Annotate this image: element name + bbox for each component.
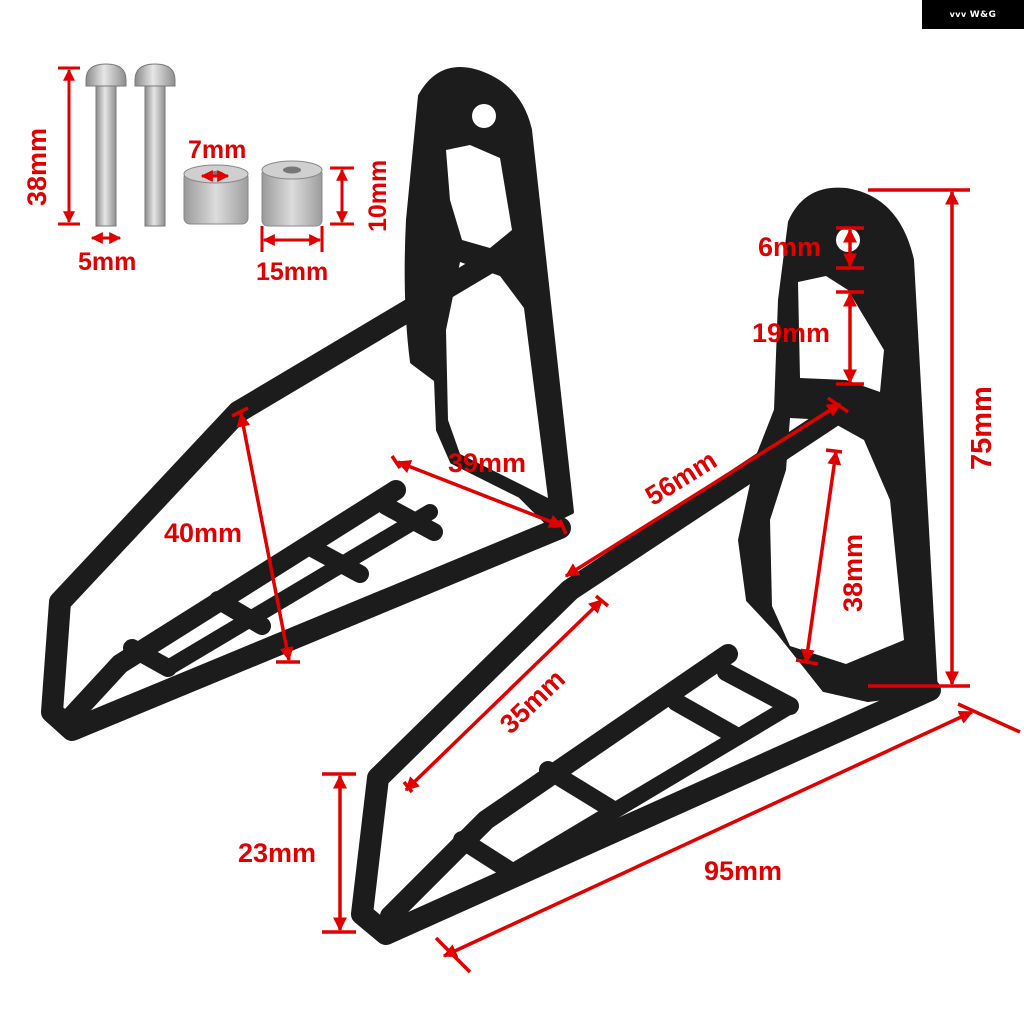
hardware-dimension-lines bbox=[58, 66, 354, 252]
logo-mark-icon: vvv bbox=[949, 10, 967, 19]
bracket-left bbox=[41, 67, 574, 741]
label-bolt-length: 38mm bbox=[22, 127, 52, 206]
label-left-depth: 40mm bbox=[164, 518, 243, 548]
spacer-small bbox=[183, 164, 249, 225]
bolt-left bbox=[85, 63, 127, 227]
label-bolt-diameter: 5mm bbox=[78, 248, 137, 276]
bolt-right bbox=[134, 63, 176, 227]
label-right-slot: 19mm bbox=[752, 318, 831, 348]
label-right-tip: 23mm bbox=[238, 838, 317, 868]
bracket-dimension-lines bbox=[231, 188, 1021, 974]
label-right-height: 75mm bbox=[966, 386, 998, 470]
label-spacer-outer: 15mm bbox=[256, 258, 329, 286]
label-spacer-inner: 7mm bbox=[188, 136, 247, 164]
label-right-hole: 6mm bbox=[758, 232, 822, 262]
label-right-length: 95mm bbox=[704, 856, 783, 886]
brand-logo: vvv W&G bbox=[922, 0, 1024, 29]
logo-text: W&G bbox=[969, 9, 997, 20]
spacer-large bbox=[261, 160, 323, 227]
label-left-base: 39mm bbox=[448, 448, 527, 478]
label-right-inner: 38mm bbox=[838, 533, 868, 612]
label-spacer-height: 10mm bbox=[364, 159, 392, 232]
